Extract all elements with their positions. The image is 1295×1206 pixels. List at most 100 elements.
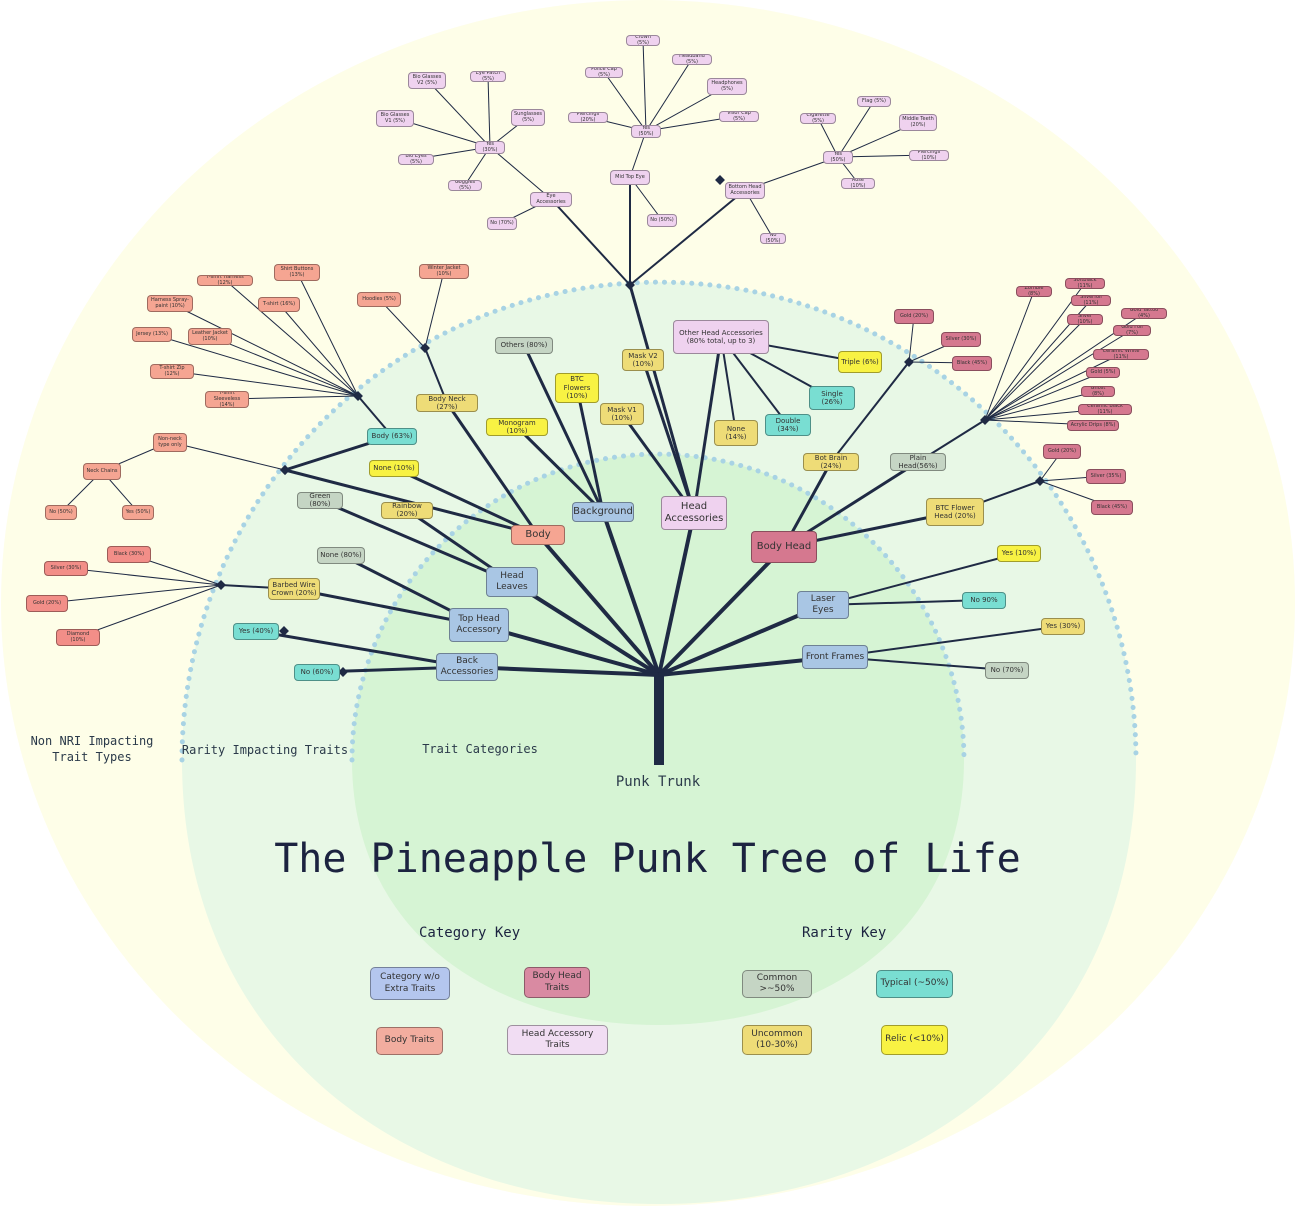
node-nonneck: Non-neck type only <box>153 432 187 452</box>
rarity-key-item: Relic (<10%) <box>881 1025 948 1055</box>
category-key-item: Head Accessory Traits <box>507 1025 608 1055</box>
node-bb_black: Black (45%) <box>952 355 992 371</box>
node-double: Double (34%) <box>765 414 811 436</box>
node-btcflowers: BTC Flowers (10%) <box>555 373 599 403</box>
node-body: Body <box>511 525 565 545</box>
node-neckno: No (50%) <box>45 504 77 520</box>
node-ph_silver: Silver (10%) <box>1067 313 1103 325</box>
node-visorcap: Visor Cap (5%) <box>719 110 759 122</box>
node-bw_gold: Gold (20%) <box>26 594 68 612</box>
node-ph_goldtattoo: Gold Tattoo (4%) <box>1121 307 1167 319</box>
node-maskv2: Mask V2 (10%) <box>622 349 664 371</box>
node-bioeyes: Bio Eyes (5%) <box>398 153 434 165</box>
rarity-key-heading: Rarity Key <box>802 925 887 941</box>
node-yes30: Yes (30%) <box>1041 617 1085 635</box>
node-crown: Crown (5%) <box>626 34 660 46</box>
node-botbrain: Bot Brain (24%) <box>803 453 859 471</box>
node-ph_zombie: Zombie (8%) <box>1016 285 1052 297</box>
category-key-item: Body Traits <box>376 1027 443 1055</box>
node-bw_diamond: Diamond (10%) <box>56 628 100 646</box>
node-monogram: Monogram (10%) <box>486 418 548 436</box>
node-shirtbuttons: Shirt Buttons (13%) <box>274 263 320 281</box>
node-botno: No (50%) <box>760 232 786 244</box>
node-bioglassesv1: Bio Glasses V1 (5%) <box>376 109 414 127</box>
middle-zone-dotted-border <box>179 279 1139 763</box>
node-piercings10: Piercings (10%) <box>909 149 949 161</box>
node-eyepatch: Eye Patch (5%) <box>470 70 506 82</box>
page-title: The Pineapple Punk Tree of Life <box>274 836 1021 882</box>
node-no60: No (60%) <box>294 663 340 681</box>
node-bw_black: Black (30%) <box>107 545 151 563</box>
zone-label-middle: Rarity Impacting Traits <box>181 743 349 757</box>
node-winterjacket: Winter Jacket (10%) <box>419 263 469 279</box>
node-bb_gold: Gold (20%) <box>894 308 934 324</box>
node-barbed: Barbed Wire Crown (20%) <box>268 578 320 600</box>
node-neckchains: Neck Chains <box>83 462 121 480</box>
node-backacc: Back Accessories <box>436 653 498 681</box>
node-tophead: Top Head Accessory <box>449 608 509 642</box>
node-midyes: Yes (50%) <box>631 124 661 138</box>
node-none10: None (10%) <box>369 459 419 477</box>
node-rose: Rose (10%) <box>841 177 875 189</box>
node-yes40: Yes (40%) <box>233 622 279 640</box>
node-botyes: Yes (50%) <box>823 150 853 164</box>
node-body63: Body (63%) <box>367 427 417 445</box>
node-eyeacc: Eye Accessories <box>530 191 572 207</box>
rarity-key-item: Common >~50% <box>742 970 812 998</box>
node-bodyhead: Body Head <box>751 531 817 563</box>
node-tshirt: T-shirt (16%) <box>258 296 300 312</box>
node-hoodies: Hoodies (5%) <box>357 291 401 307</box>
node-piercings20: Piercings (20%) <box>568 111 608 123</box>
node-bf_silver: Silver (35%) <box>1086 468 1126 484</box>
node-headacc: Head Accessories <box>661 496 727 530</box>
zone-label-trunk: Punk Trunk <box>615 774 701 790</box>
node-bf_gold: Gold (20%) <box>1043 443 1081 459</box>
node-no90: No 90% <box>962 591 1006 609</box>
node-jersey: Jersey (13%) <box>132 326 172 342</box>
node-sunglasses: Sunglasses (5%) <box>511 108 545 126</box>
node-none80: None (80%) <box>317 546 365 564</box>
node-harnessspray: Harness Spray-paint (10%) <box>147 294 193 312</box>
node-bw_silver: Silver (30%) <box>44 560 88 576</box>
node-bb_silver: Silver (30%) <box>941 331 981 347</box>
node-triple: Triple (6%) <box>838 351 882 373</box>
node-flag: Flag (5%) <box>857 95 891 107</box>
node-plainhead: Plain Head(56%) <box>890 453 946 471</box>
node-ph_softblack: Softblack (11%) <box>1065 277 1105 289</box>
node-no70: No (70%) <box>985 661 1029 679</box>
node-bodyneck: Body Neck (27%) <box>416 394 478 412</box>
node-midtopeye: Mid Top Eye <box>610 169 650 185</box>
node-ph_acrylic: Acrylic Drips (8%) <box>1067 419 1119 431</box>
node-btcflowerhead: BTC Flower Head (20%) <box>926 498 984 526</box>
node-ph_silverfoil: Silverfoil (11%) <box>1071 294 1111 306</box>
category-key-item: Body Head Traits <box>524 967 590 998</box>
rarity-key-item: Typical (~50%) <box>876 970 953 998</box>
zone-label-outer: Non NRI Impacting Trait Types <box>30 734 154 764</box>
node-bottomhead: Bottom Head Accessories <box>725 181 765 199</box>
node-policecap: Police Cap (5%) <box>585 66 623 78</box>
node-maskv1: Mask V1 (10%) <box>600 403 644 425</box>
node-middleteeth: Middle Teeth (20%) <box>899 113 937 131</box>
node-midno: No (50%) <box>647 213 677 227</box>
node-rainbow: Rainbow (20%) <box>381 501 433 519</box>
node-leatherjacket: Leather Jacket (10%) <box>188 327 232 345</box>
node-background: Background <box>572 502 634 522</box>
node-lasereyes: Laser Eyes <box>797 591 849 619</box>
node-tshirtharness: T-shirt Harness (12%) <box>197 274 253 286</box>
node-bf_black: Black (45%) <box>1091 499 1133 515</box>
node-goggles: Goggles (5%) <box>448 179 482 191</box>
node-bioglassesv2: Bio Glasses V2 (5%) <box>408 71 446 89</box>
node-headband: Headband (5%) <box>672 53 712 65</box>
node-tshirtzip: T-shirt Zip (12%) <box>150 363 194 379</box>
category-key-item: Category w/o Extra Traits <box>370 967 450 1000</box>
node-cigarette: Cigarette (5%) <box>800 112 836 124</box>
node-yes10: Yes (10%) <box>997 544 1041 562</box>
node-eyeno: No (70%) <box>487 216 517 230</box>
node-ph_ceramicblack: Ceramic Black (11%) <box>1078 403 1132 415</box>
node-ph_ceramicwhite: Ceramic White (11%) <box>1093 348 1149 360</box>
category-key-heading: Category Key <box>419 925 521 941</box>
node-green80: Green (80%) <box>297 491 343 509</box>
node-others: Others (80%) <box>495 336 553 354</box>
zone-label-inner: Trait Categories <box>422 742 538 756</box>
